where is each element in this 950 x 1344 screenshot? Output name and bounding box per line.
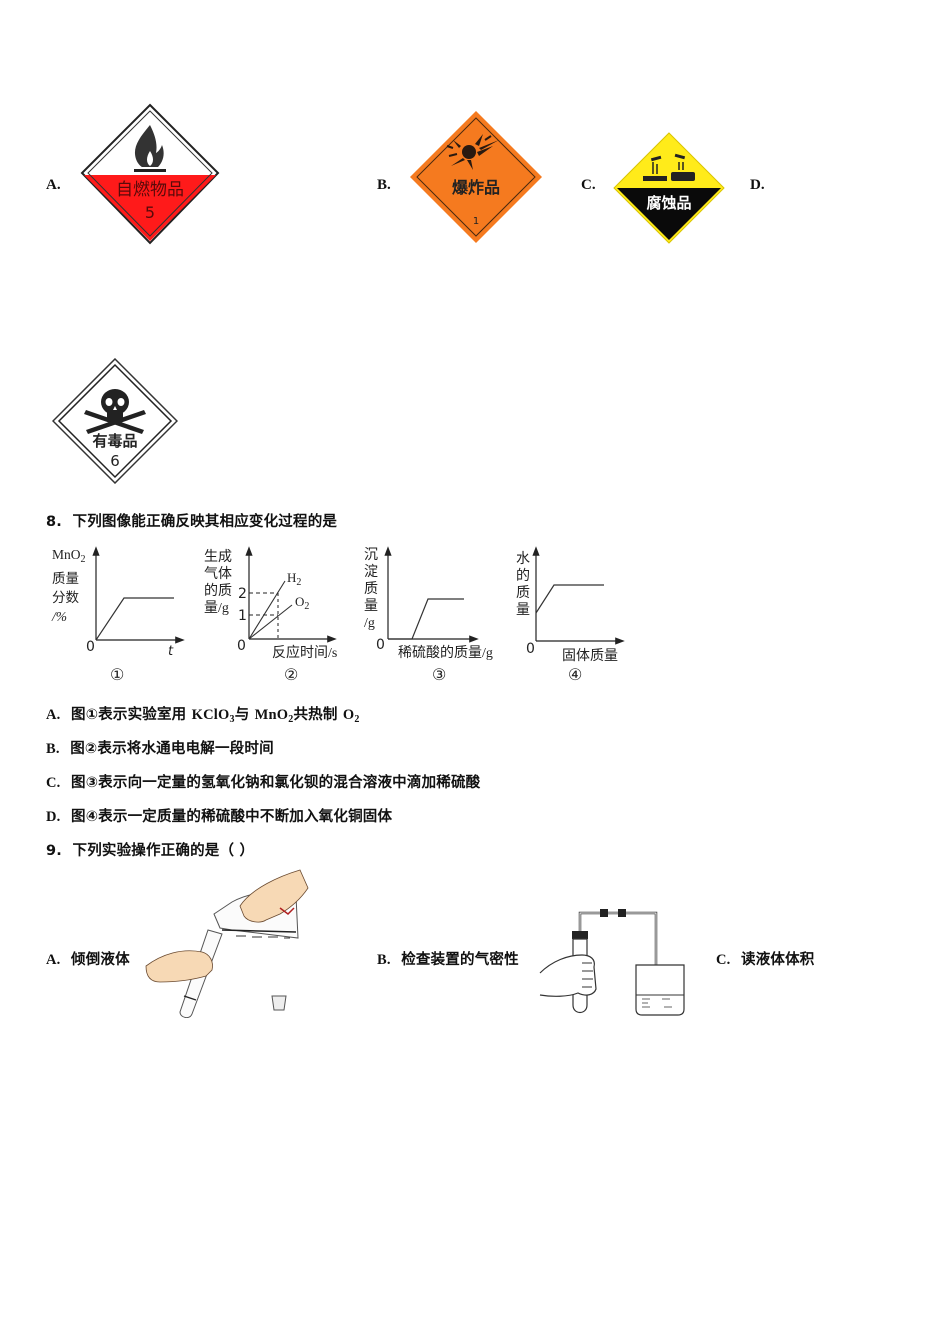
question-9: 9. 下列实验操作正确的是（ ） (46, 839, 254, 860)
q8-option-b[interactable]: B. 图②表示将水通电电解一段时间 (46, 737, 274, 758)
q8-option-a[interactable]: A. 图①表示实验室用 KClO3与 MnO2共热制 O2 (46, 707, 360, 725)
svg-text:0: 0 (237, 638, 246, 654)
option-letter: B. (46, 741, 60, 757)
option-a-label: A. (46, 177, 61, 193)
sign-number: 1 (472, 216, 480, 227)
chart-number: ③ (432, 667, 447, 684)
q8-option-d[interactable]: D. 图④表示一定质量的稀硫酸中不断加入氧化铜固体 (46, 805, 392, 826)
option-d-label: D. (750, 177, 765, 193)
sign-text: 自燃物品 (116, 180, 184, 200)
sign-text: 腐蚀品 (646, 194, 692, 212)
q9-option-c[interactable]: C. 读液体体积 (716, 948, 815, 969)
series-label-o2: O2 (295, 594, 310, 612)
q9-option-b[interactable]: B. 检查装置的气密性 (377, 948, 519, 969)
corrosive-sign: 腐蚀品 (613, 132, 725, 244)
svg-text:t: t (168, 644, 174, 659)
y-axis-label: 水的质量 (516, 552, 530, 618)
y-axis-label: 生成气体的质量/g (204, 550, 232, 616)
svg-text:0: 0 (526, 641, 535, 657)
skull-crossbones-icon (84, 389, 146, 434)
option-letter: B. (377, 952, 391, 968)
y-axis-label: 沉淀质量/g (364, 548, 378, 631)
chart-number: ④ (568, 667, 583, 684)
option-letter: D. (46, 809, 61, 825)
toxic-sign: 有毒品 6 (51, 357, 179, 485)
sign-number: 6 (110, 452, 120, 470)
x-axis-label: 稀硫酸的质量/g (398, 646, 493, 661)
sign-number: 5 (144, 203, 156, 222)
svg-text:0: 0 (86, 639, 95, 655)
option-b-label: B. (377, 177, 391, 193)
spontaneous-combustion-sign: 自燃物品 5 (80, 103, 220, 245)
airtightness-check-illustration (538, 903, 698, 1018)
option-text: 倾倒液体 (71, 952, 130, 968)
option-text: 图③表示向一定量的氢氧化钠和氯化钡的混合溶液中滴加稀硫酸 (71, 775, 481, 791)
option-text: 读液体体积 (741, 952, 815, 968)
option-letter: A. (46, 952, 61, 968)
series-label-h2: H2 (287, 570, 302, 588)
option-c-label: C. (581, 177, 596, 193)
q9-option-a[interactable]: A. 倾倒液体 (46, 948, 130, 969)
svg-text:0: 0 (376, 637, 385, 653)
chart-number: ② (284, 667, 299, 684)
option-letter: A. (46, 707, 61, 723)
question-stem: 下列图像能正确反映其相应变化过程的是 (72, 514, 338, 530)
chart-2: 0 2 1 H2 O2 生成气体的质量/g 反应时间/s ② (200, 543, 350, 688)
option-text: 图②表示将水通电电解一段时间 (70, 741, 274, 757)
sign-text: 有毒品 (92, 432, 138, 450)
svg-text:1: 1 (238, 608, 247, 624)
option-text: 检查装置的气密性 (401, 952, 519, 968)
option-letter: C. (716, 952, 731, 968)
corrosion-icon (643, 153, 695, 181)
flame-icon (134, 125, 166, 172)
option-text: 图④表示一定质量的稀硫酸中不断加入氧化铜固体 (71, 809, 393, 825)
sign-text: 爆炸品 (451, 178, 500, 197)
x-axis-label: 反应时间/s (272, 646, 338, 661)
x-axis-label: 固体质量 (562, 649, 618, 664)
explosion-icon (446, 134, 499, 170)
option-letter: C. (46, 775, 61, 791)
explosive-sign: 爆炸品 1 (409, 110, 543, 244)
question-number: 8. (46, 514, 62, 530)
question-8: 8. 下列图像能正确反映其相应变化过程的是 (46, 510, 337, 531)
chart-number: ① (110, 667, 125, 684)
question-stem: 下列实验操作正确的是（ ） (72, 843, 255, 859)
question-number: 9. (46, 843, 62, 859)
svg-text:2: 2 (238, 586, 247, 602)
pouring-liquid-illustration (140, 868, 320, 1019)
q8-option-c[interactable]: C. 图③表示向一定量的氢氧化钠和氯化钡的混合溶液中滴加稀硫酸 (46, 771, 480, 792)
chart-3: 0 沉淀质量/g 稀硫酸的质量/g ③ (362, 543, 512, 688)
chart-4: 0 水的质量 固体质量 ④ (510, 543, 640, 688)
